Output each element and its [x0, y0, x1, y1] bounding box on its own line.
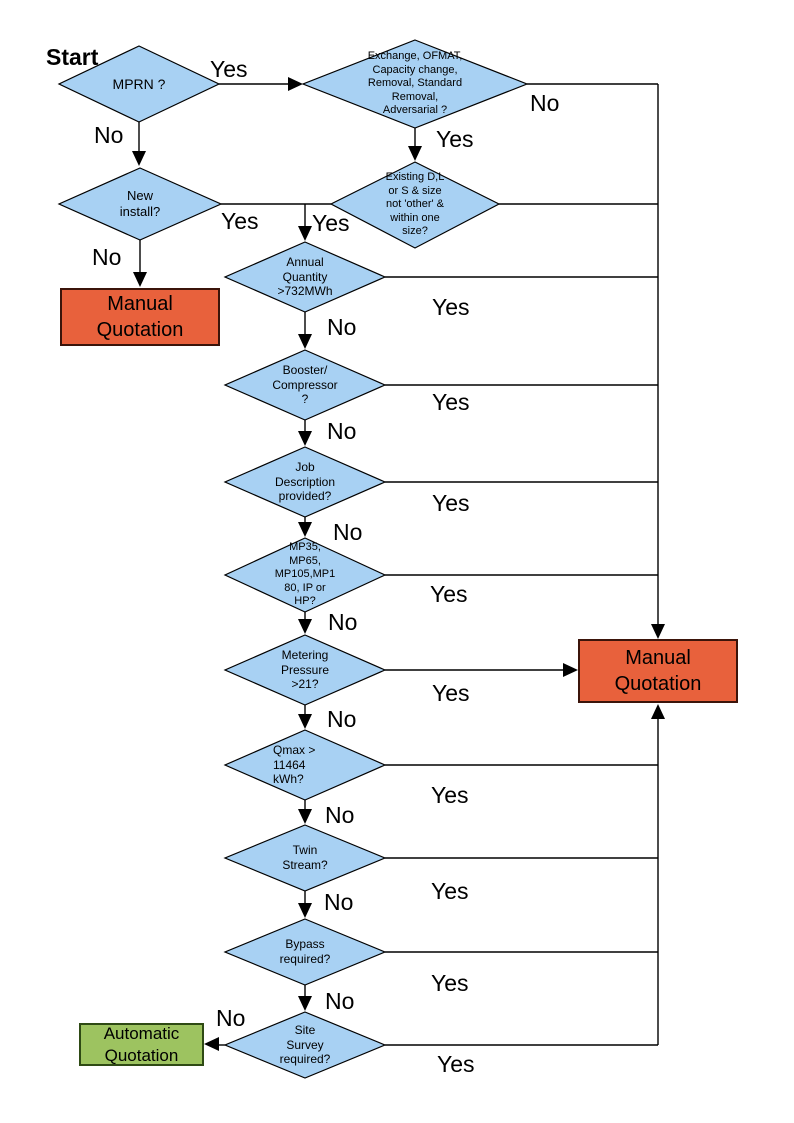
booster-label: Booster/ Compressor ? [272, 363, 338, 407]
arrowhead [204, 1037, 219, 1051]
edge-label-bypass-yes: Yes [431, 970, 469, 996]
edge-label-twin-yes: Yes [431, 878, 469, 904]
annual-quantity-label: Annual Quantity >732MWh [277, 255, 333, 299]
arrowhead [132, 151, 146, 166]
edge-label-new-install-yes: Yes [221, 208, 259, 234]
decision-diamonds [57, 39, 529, 1079]
manual-quotation-right-box: Manual Quotation [578, 639, 738, 703]
bypass-diamond-shape [223, 918, 387, 986]
twin-stream-label: Twin Stream? [282, 843, 328, 872]
qmax-label: Qmax > 11464 kWh? [273, 743, 316, 787]
edge-label-site-yes: Yes [437, 1051, 475, 1077]
edge-label-exchange-no: No [530, 90, 560, 116]
arrowhead [298, 714, 312, 729]
twin-stream-diamond-shape [223, 824, 387, 892]
annual-quantity-diamond-shape [223, 241, 387, 313]
arrowhead [408, 146, 422, 161]
job-description-label: Job Description provided? [274, 460, 336, 504]
job-description-diamond-shape [223, 446, 387, 518]
edge-label-annual-yes: Yes [432, 294, 470, 320]
arrowhead [651, 704, 665, 719]
edge-label-mprn-no: No [94, 122, 124, 148]
arrowhead [651, 624, 665, 639]
connector-lines [138, 83, 659, 1046]
booster-diamond-shape [223, 349, 387, 421]
arrowhead [563, 663, 578, 677]
arrowhead [298, 334, 312, 349]
exchange-label: Exchange, OFMAT, Capacity change, Remova… [367, 50, 463, 117]
arrowhead [298, 226, 312, 241]
new-install-label: New install? [119, 188, 161, 219]
edge-label-metering-no: No [327, 706, 357, 732]
qmax-diamond-shape [223, 729, 387, 801]
arrowhead [298, 522, 312, 537]
edge-label-mp-no: No [328, 609, 358, 635]
start-label: Start [46, 44, 99, 70]
bypass-label: Bypass required? [279, 937, 331, 966]
edge-label-booster-no: No [327, 418, 357, 444]
edge-label-exchange-yes: Yes [436, 126, 474, 152]
site-survey-diamond-shape [223, 1011, 387, 1079]
existing-label: Existing D,L or S & size not 'other' & w… [385, 171, 445, 238]
edge-label-mp-yes: Yes [430, 581, 468, 607]
edge-label-twin-no: No [324, 889, 354, 915]
existing-diamond-shape [329, 161, 501, 249]
arrowheads [132, 77, 665, 1051]
exchange-diamond-shape [301, 39, 529, 129]
arrowhead [298, 809, 312, 824]
arrowhead [133, 272, 147, 287]
edge-label-bypass-no: No [325, 988, 355, 1014]
arrowhead [298, 996, 312, 1011]
arrowhead [298, 619, 312, 634]
arrowhead [298, 431, 312, 446]
edge-label-existing-yes: Yes [312, 210, 350, 236]
mp-tier-diamond-shape [223, 537, 387, 613]
metering-pressure-label: Metering Pressure >21? [280, 648, 330, 692]
edge-label-qmax-no: No [325, 802, 355, 828]
mp-tier-label: MP35, MP65, MP105,MP1 80, IP or HP? [274, 541, 336, 608]
arrowhead [298, 903, 312, 918]
edge-label-job-yes: Yes [432, 490, 470, 516]
manual-quotation-left-box: Manual Quotation [60, 288, 220, 346]
edge-label-mprn-yes: Yes [210, 56, 248, 82]
site-survey-label: Site Survey required? [279, 1023, 331, 1067]
metering-pressure-diamond-shape [223, 634, 387, 706]
edge-label-metering-yes: Yes [432, 680, 470, 706]
edge-label-job-no: No [333, 519, 363, 545]
edge-label-qmax-yes: Yes [431, 782, 469, 808]
arrowhead [288, 77, 303, 91]
automatic-quotation-box: Automatic Quotation [79, 1023, 204, 1066]
edge-label-site-no: No [216, 1005, 246, 1031]
mprn-label: MPRN ? [112, 75, 166, 92]
edge-label-annual-no: No [327, 314, 357, 340]
edge-label-booster-yes: Yes [432, 389, 470, 415]
edge-label-new-install-no: No [92, 244, 122, 270]
new-install-diamond-shape [57, 167, 223, 241]
mprn-diamond-shape [57, 45, 221, 123]
